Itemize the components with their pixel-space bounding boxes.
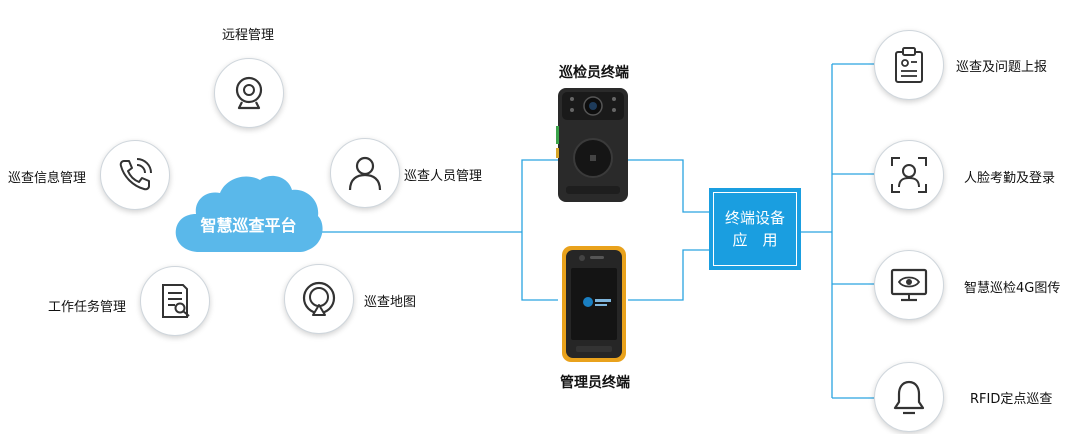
phone-icon (119, 158, 152, 191)
terminal-app-line2: 应 用 (732, 231, 778, 249)
terminal-app-line1: 终端设备 (724, 209, 785, 227)
video-transmission-node (874, 250, 944, 320)
remote-management-node (214, 58, 284, 128)
video-transmission-label: 智慧巡检4G图传 (964, 281, 1061, 296)
manager-terminal-label: 管理员终端 (560, 375, 630, 391)
face-attendance-node (874, 140, 944, 210)
personnel-management-label: 巡查人员管理 (404, 169, 483, 184)
inspector-terminal-label: 巡检员终端 (559, 65, 629, 81)
terminal-app-box-border (713, 192, 797, 266)
terminal-app-box: 终端设备 应 用 (709, 188, 801, 270)
rfid-label: RFID定点巡查 (970, 392, 1053, 407)
inspection-info-label: 巡查信息管理 (8, 171, 87, 186)
monitor-eye-icon (890, 268, 928, 302)
person-icon (348, 156, 382, 191)
handheld-terminal-image (562, 246, 626, 362)
inspection-map-label: 巡查地图 (364, 295, 417, 310)
webcam-icon (235, 76, 263, 110)
personnel-management-node (330, 138, 400, 208)
report-node (874, 30, 944, 100)
rfid-node (874, 362, 944, 432)
face-attendance-label: 人脸考勤及登录 (964, 171, 1056, 186)
clipboard-icon (895, 47, 923, 83)
face-scan-icon (891, 157, 927, 193)
inspection-info-node (100, 140, 170, 210)
inspection-map-node (284, 264, 354, 334)
report-label: 巡查及问题上报 (956, 60, 1048, 75)
task-management-label: 工作任务管理 (48, 300, 127, 315)
body-camera-image (556, 88, 628, 202)
platform-title: 智慧巡查平台 (200, 216, 297, 235)
document-search-icon (162, 284, 190, 318)
remote-management-label: 远程管理 (222, 28, 275, 43)
cloud-shape (175, 175, 323, 252)
task-management-node (140, 266, 210, 336)
bell-icon (893, 380, 925, 415)
map-pin-icon (302, 281, 336, 316)
